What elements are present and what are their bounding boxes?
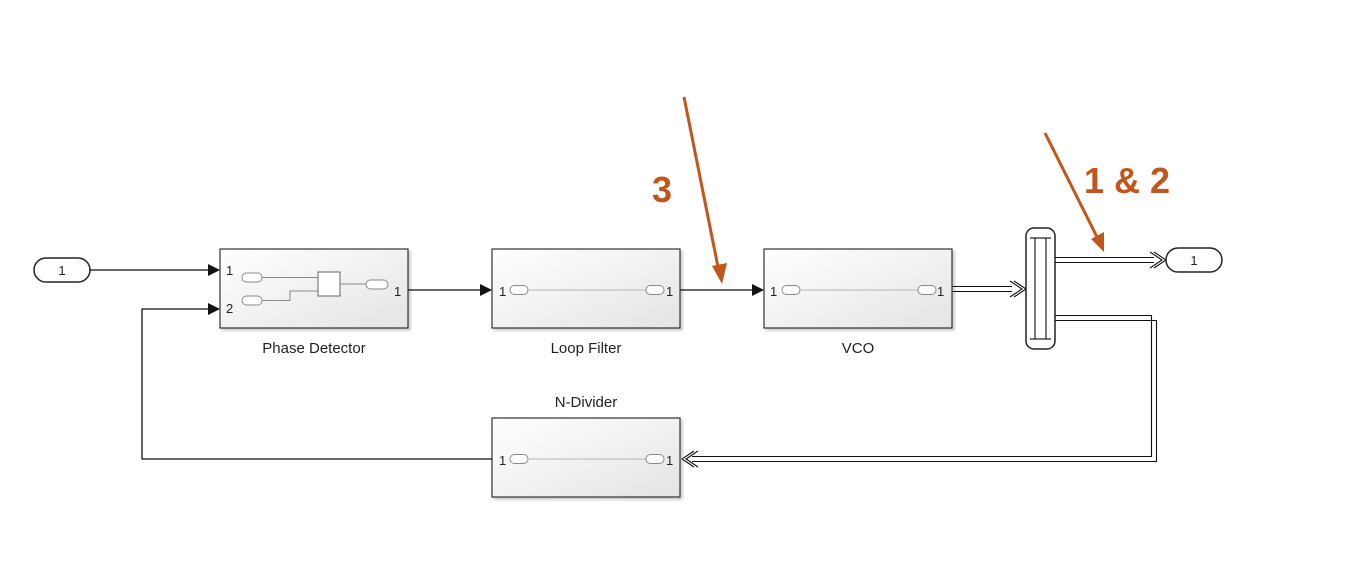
bus-vco-to-selector[interactable] [952,280,1027,298]
annotation-3-arrowhead [712,263,727,284]
loop-filter-name: Loop Filter [551,340,622,357]
wire-loop-filter-to-vco[interactable] [680,284,764,296]
wire-inport-to-phase-detector[interactable] [90,264,220,276]
phase-detector-name: Phase Detector [262,340,365,357]
annotation-1-2: 1 & 2 [1043,132,1170,252]
bus-selector-block[interactable] [1025,227,1056,350]
vco-block[interactable]: 1 1 VCO [763,248,953,357]
bus-selector-to-outport[interactable] [1055,251,1167,269]
outport-1[interactable]: 1 [1165,247,1223,273]
wire-n-divider-to-phase-detector[interactable] [141,303,492,460]
annotation-3-arrow [682,96,721,273]
annotation-3-label: 3 [652,169,672,210]
phase-detector-block[interactable]: 1 2 1 Phase Detector [219,248,409,357]
annotation-3: 3 [652,96,727,284]
n-divider-name: N-Divider [555,394,618,411]
annotation-1-2-arrow [1043,132,1102,244]
inport-1[interactable]: 1 [33,257,91,283]
phase-detector-icon [241,271,389,306]
annotation-1-2-label: 1 & 2 [1084,160,1170,201]
wire-phase-detector-to-loop-filter[interactable] [408,284,492,296]
n-divider-block[interactable]: 1 1 N-Divider [491,394,681,498]
n-divider-out1-label: 1 [666,453,673,468]
vco-out1-label: 1 [937,284,944,299]
annotation-1-2-arrowhead [1091,232,1104,252]
loop-filter-in1-label: 1 [499,284,506,299]
vco-name: VCO [842,340,875,357]
phase-detector-in1-label: 1 [226,263,233,278]
phase-detector-in2-label: 2 [226,301,233,316]
vco-in1-label: 1 [770,284,777,299]
vco-icon [781,285,937,295]
loop-filter-icon [509,285,665,295]
bus-selector-to-n-divider[interactable] [681,314,1158,468]
loop-filter-block[interactable]: 1 1 Loop Filter [491,248,681,357]
phase-detector-out1-label: 1 [394,284,401,299]
n-divider-icon [509,454,665,464]
outport-label: 1 [1190,253,1197,268]
inport-label: 1 [58,263,65,278]
loop-filter-out1-label: 1 [666,284,673,299]
n-divider-in1-label: 1 [499,453,506,468]
